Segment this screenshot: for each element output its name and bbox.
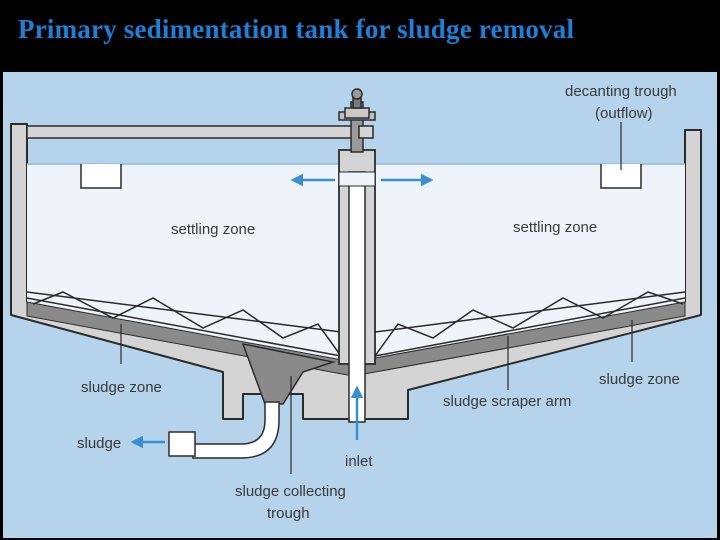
- scraper-arm-left: [26, 291, 342, 357]
- label-sludge-zone-right: sludge zone: [599, 371, 680, 388]
- label-inlet: inlet: [345, 453, 373, 470]
- sludge-outlet-valve: [168, 431, 196, 457]
- label-settling-zone-left: settling zone: [171, 221, 255, 238]
- label-sludge-scraper-arm: sludge scraper arm: [443, 393, 571, 410]
- slide-title: Primary sedimentation tank for sludge re…: [18, 14, 575, 44]
- sedimentation-tank-diagram: decanting trough (outflow) settling zone…: [3, 72, 717, 538]
- decanting-trough-right: [600, 164, 642, 189]
- inlet-pipe: [348, 171, 366, 423]
- sludge-outlet-pipe: [192, 401, 280, 459]
- bridge-beam: [26, 125, 360, 139]
- inlet-opening: [338, 171, 376, 187]
- label-decanting-trough: decanting trough: [565, 83, 677, 100]
- decanting-trough-left: [80, 164, 122, 189]
- scraper-arm-right: [374, 291, 686, 357]
- label-sludge-collecting-trough: sludge collecting: [235, 483, 346, 500]
- label-decanting-trough-outflow: (outflow): [595, 105, 653, 122]
- drive-mechanism: [338, 88, 376, 153]
- diagram-canvas: decanting trough (outflow) settling zone…: [10, 83, 702, 522]
- label-settling-zone-right: settling zone: [513, 219, 597, 236]
- label-sludge-zone-left: sludge zone: [81, 379, 162, 396]
- label-sludge: sludge: [77, 435, 121, 452]
- sludge-collecting-trough: [241, 343, 336, 405]
- label-sludge-collecting-trough-2: trough: [267, 505, 310, 522]
- leader-lines: [120, 122, 633, 474]
